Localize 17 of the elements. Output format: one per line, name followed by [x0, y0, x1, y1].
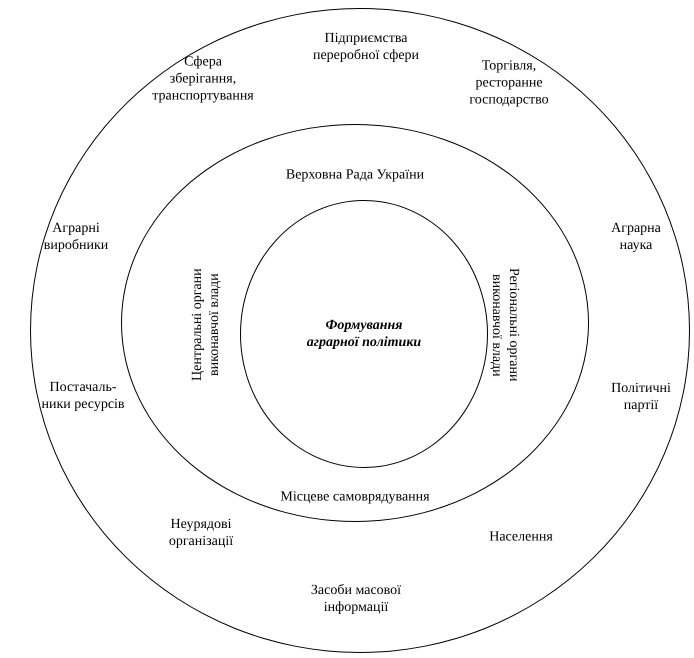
center-title: Формування аграрної політики — [306, 317, 422, 351]
stakeholder-label: Населення — [488, 528, 554, 546]
stakeholder-label: Політичні партії — [610, 380, 672, 414]
stakeholder-label: Аграрна наука — [610, 220, 662, 254]
stakeholder-label: Постачаль- ники ресурсів — [40, 379, 126, 413]
authority-label: Регіональні органи виконавчої влади — [488, 267, 522, 384]
stakeholder-label: Торгівля, ресторанне господарство — [468, 58, 550, 108]
authority-label: Центральні органи виконавчої влади — [189, 268, 223, 384]
stakeholder-label: Підприємства переробної сфери — [312, 30, 420, 64]
inner-ellipse — [240, 200, 488, 468]
authority-label: Верховна Рада України — [284, 166, 426, 184]
stakeholder-label: Засоби масової інформації — [310, 582, 402, 616]
stakeholder-label: Сфера зберігання, транспортування — [151, 54, 255, 104]
stakeholder-label: Аграрні виробники — [42, 220, 110, 254]
stakeholder-label: Неурядові організації — [168, 516, 234, 550]
authority-label: Місцеве самоврядування — [279, 488, 431, 506]
outer-ellipse — [30, 8, 690, 653]
